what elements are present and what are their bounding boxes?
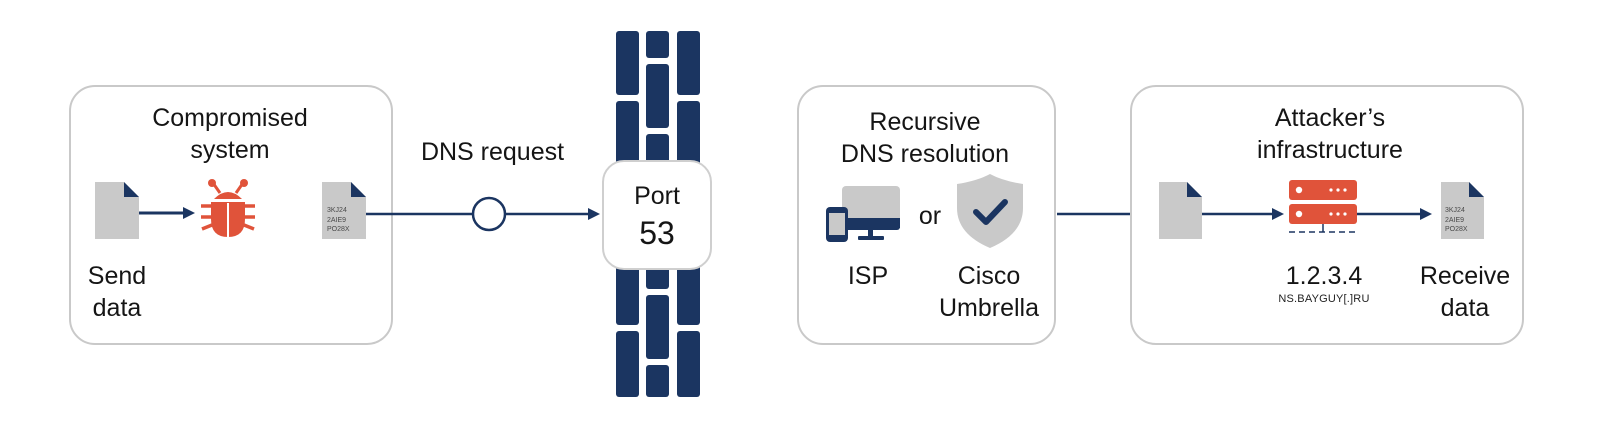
dns-resolver-title: Recursive DNS resolution: [840, 108, 1010, 168]
encoded-line: PO28X: [327, 226, 350, 233]
receive-data-label: Receive data: [1419, 262, 1511, 322]
arrow-icon: [1357, 208, 1432, 220]
port-number: 53: [639, 215, 675, 251]
encoded-line: 2AIE9: [327, 216, 347, 224]
attacker-nameserver: NS.BAYGUY[.]RU: [1278, 293, 1370, 305]
encoded-line: 3KJ24: [327, 207, 347, 214]
encoded-line: 2AIE9: [1445, 216, 1465, 224]
send-data-label: Send data: [87, 262, 147, 322]
isp-label: ISP: [847, 262, 889, 290]
document-icon: [95, 182, 139, 239]
port-label: Port: [634, 182, 680, 210]
encoded-document-icon: [322, 182, 366, 239]
cisco-umbrella-label: Cisco Umbrella: [938, 262, 1040, 322]
document-icon: [1159, 182, 1202, 239]
attacker-infrastructure-title: Attacker’s infrastructure: [1257, 104, 1403, 164]
attacker-ip: 1.2.3.4: [1285, 262, 1363, 290]
or-label: or: [918, 202, 942, 230]
port-53-box: [602, 160, 712, 270]
compromised-system-title: Compromised system: [152, 104, 308, 164]
dns-request-connector: [366, 208, 600, 220]
encoded-document-icon: [1441, 182, 1484, 239]
bug-icon: [201, 179, 255, 237]
encoded-text: 3KJ24 2AIE9 PO28X: [327, 206, 350, 235]
shield-check-icon: [957, 174, 1023, 248]
server-icon: [1289, 180, 1357, 233]
packet-circle-icon: [471, 196, 507, 232]
isp-devices-icon: [826, 186, 900, 242]
arrow-icon: [139, 207, 195, 219]
arrow-icon: [1202, 208, 1284, 220]
encoded-text: 3KJ24 2AIE9 PO28X: [1445, 206, 1468, 235]
encoded-line: 3KJ24: [1445, 207, 1465, 214]
dns-request-label: DNS request: [420, 138, 565, 166]
encoded-line: PO28X: [1445, 226, 1468, 233]
